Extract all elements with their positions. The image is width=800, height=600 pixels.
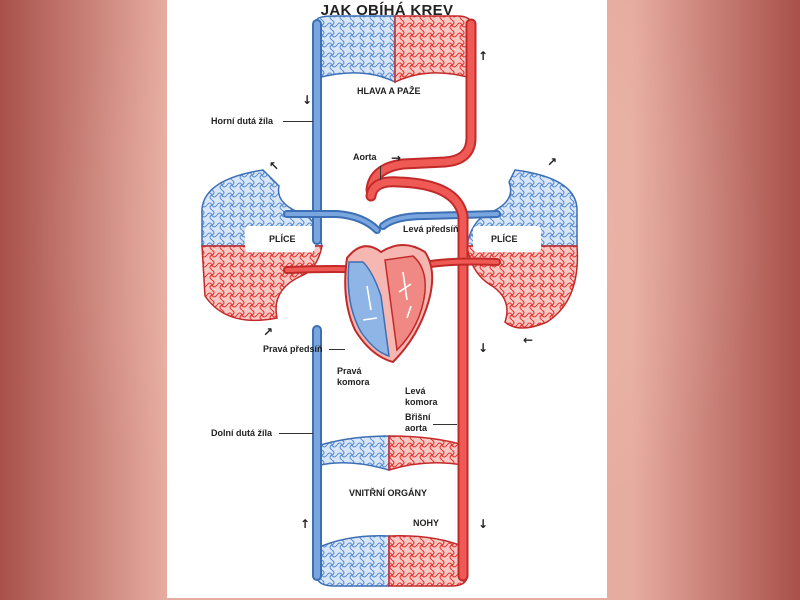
label-right-ventricle: Pravá komora (337, 366, 370, 387)
flow-arrow-upright-icon: ↗ (547, 155, 558, 169)
flow-arrow-down-icon: ↓ (478, 341, 489, 355)
label-legs: NOHY (413, 518, 440, 528)
label-internal-organs: VNITŘNÍ ORGÁNY (349, 488, 428, 498)
diagram-panel: JAK OBÍHÁ KREV HLAVA A PAŽE Horní dutá ž… (167, 0, 607, 598)
flow-arrow-left-icon: ← (523, 333, 534, 347)
arteries (283, 18, 501, 582)
diagram-title: JAK OBÍHÁ KREV (320, 2, 454, 19)
flow-arrow-right-icon: → (391, 151, 402, 165)
leader-superior-vena-cava (283, 121, 313, 122)
flow-arrow-up-icon: ↑ (478, 49, 489, 63)
label-left-ventricle: Levá komora (405, 386, 438, 407)
flow-arrow-down-icon: ↓ (302, 93, 313, 107)
leader-inferior-vena-cava (279, 433, 313, 434)
left-lung (201, 169, 323, 322)
label-inferior-vena-cava: Dolní dutá žíla (211, 428, 273, 438)
label-lungs-left: PLÍCE (269, 234, 296, 244)
flow-arrow-upright-icon: ↗ (263, 325, 274, 339)
organs-capillary-bed (316, 435, 468, 472)
head-arms-capillary-bed (316, 15, 472, 84)
leader-aorta (380, 166, 381, 180)
right-lung (466, 169, 579, 329)
flow-arrow-down-icon: ↓ (478, 517, 489, 531)
leader-right-atrium (329, 349, 345, 350)
flow-arrow-up-icon: ↑ (300, 517, 311, 531)
heart (344, 244, 434, 364)
label-abdominal-aorta: Břišní aorta (405, 412, 431, 433)
leader-abdominal-aorta (433, 424, 457, 425)
label-lungs-right: PLÍCE (491, 234, 518, 244)
flow-arrow-upleft-icon: ↖ (269, 159, 280, 173)
label-right-atrium: Pravá předsíň (263, 344, 323, 354)
label-aorta: Aorta (353, 152, 377, 162)
circulation-diagram (201, 15, 579, 587)
label-superior-vena-cava: Horní dutá žíla (211, 116, 274, 126)
veins (283, 19, 501, 581)
legs-capillary-bed (316, 535, 468, 587)
label-head-arms: HLAVA A PAŽE (357, 86, 421, 96)
label-left-atrium: Levá předsíň (403, 224, 459, 234)
